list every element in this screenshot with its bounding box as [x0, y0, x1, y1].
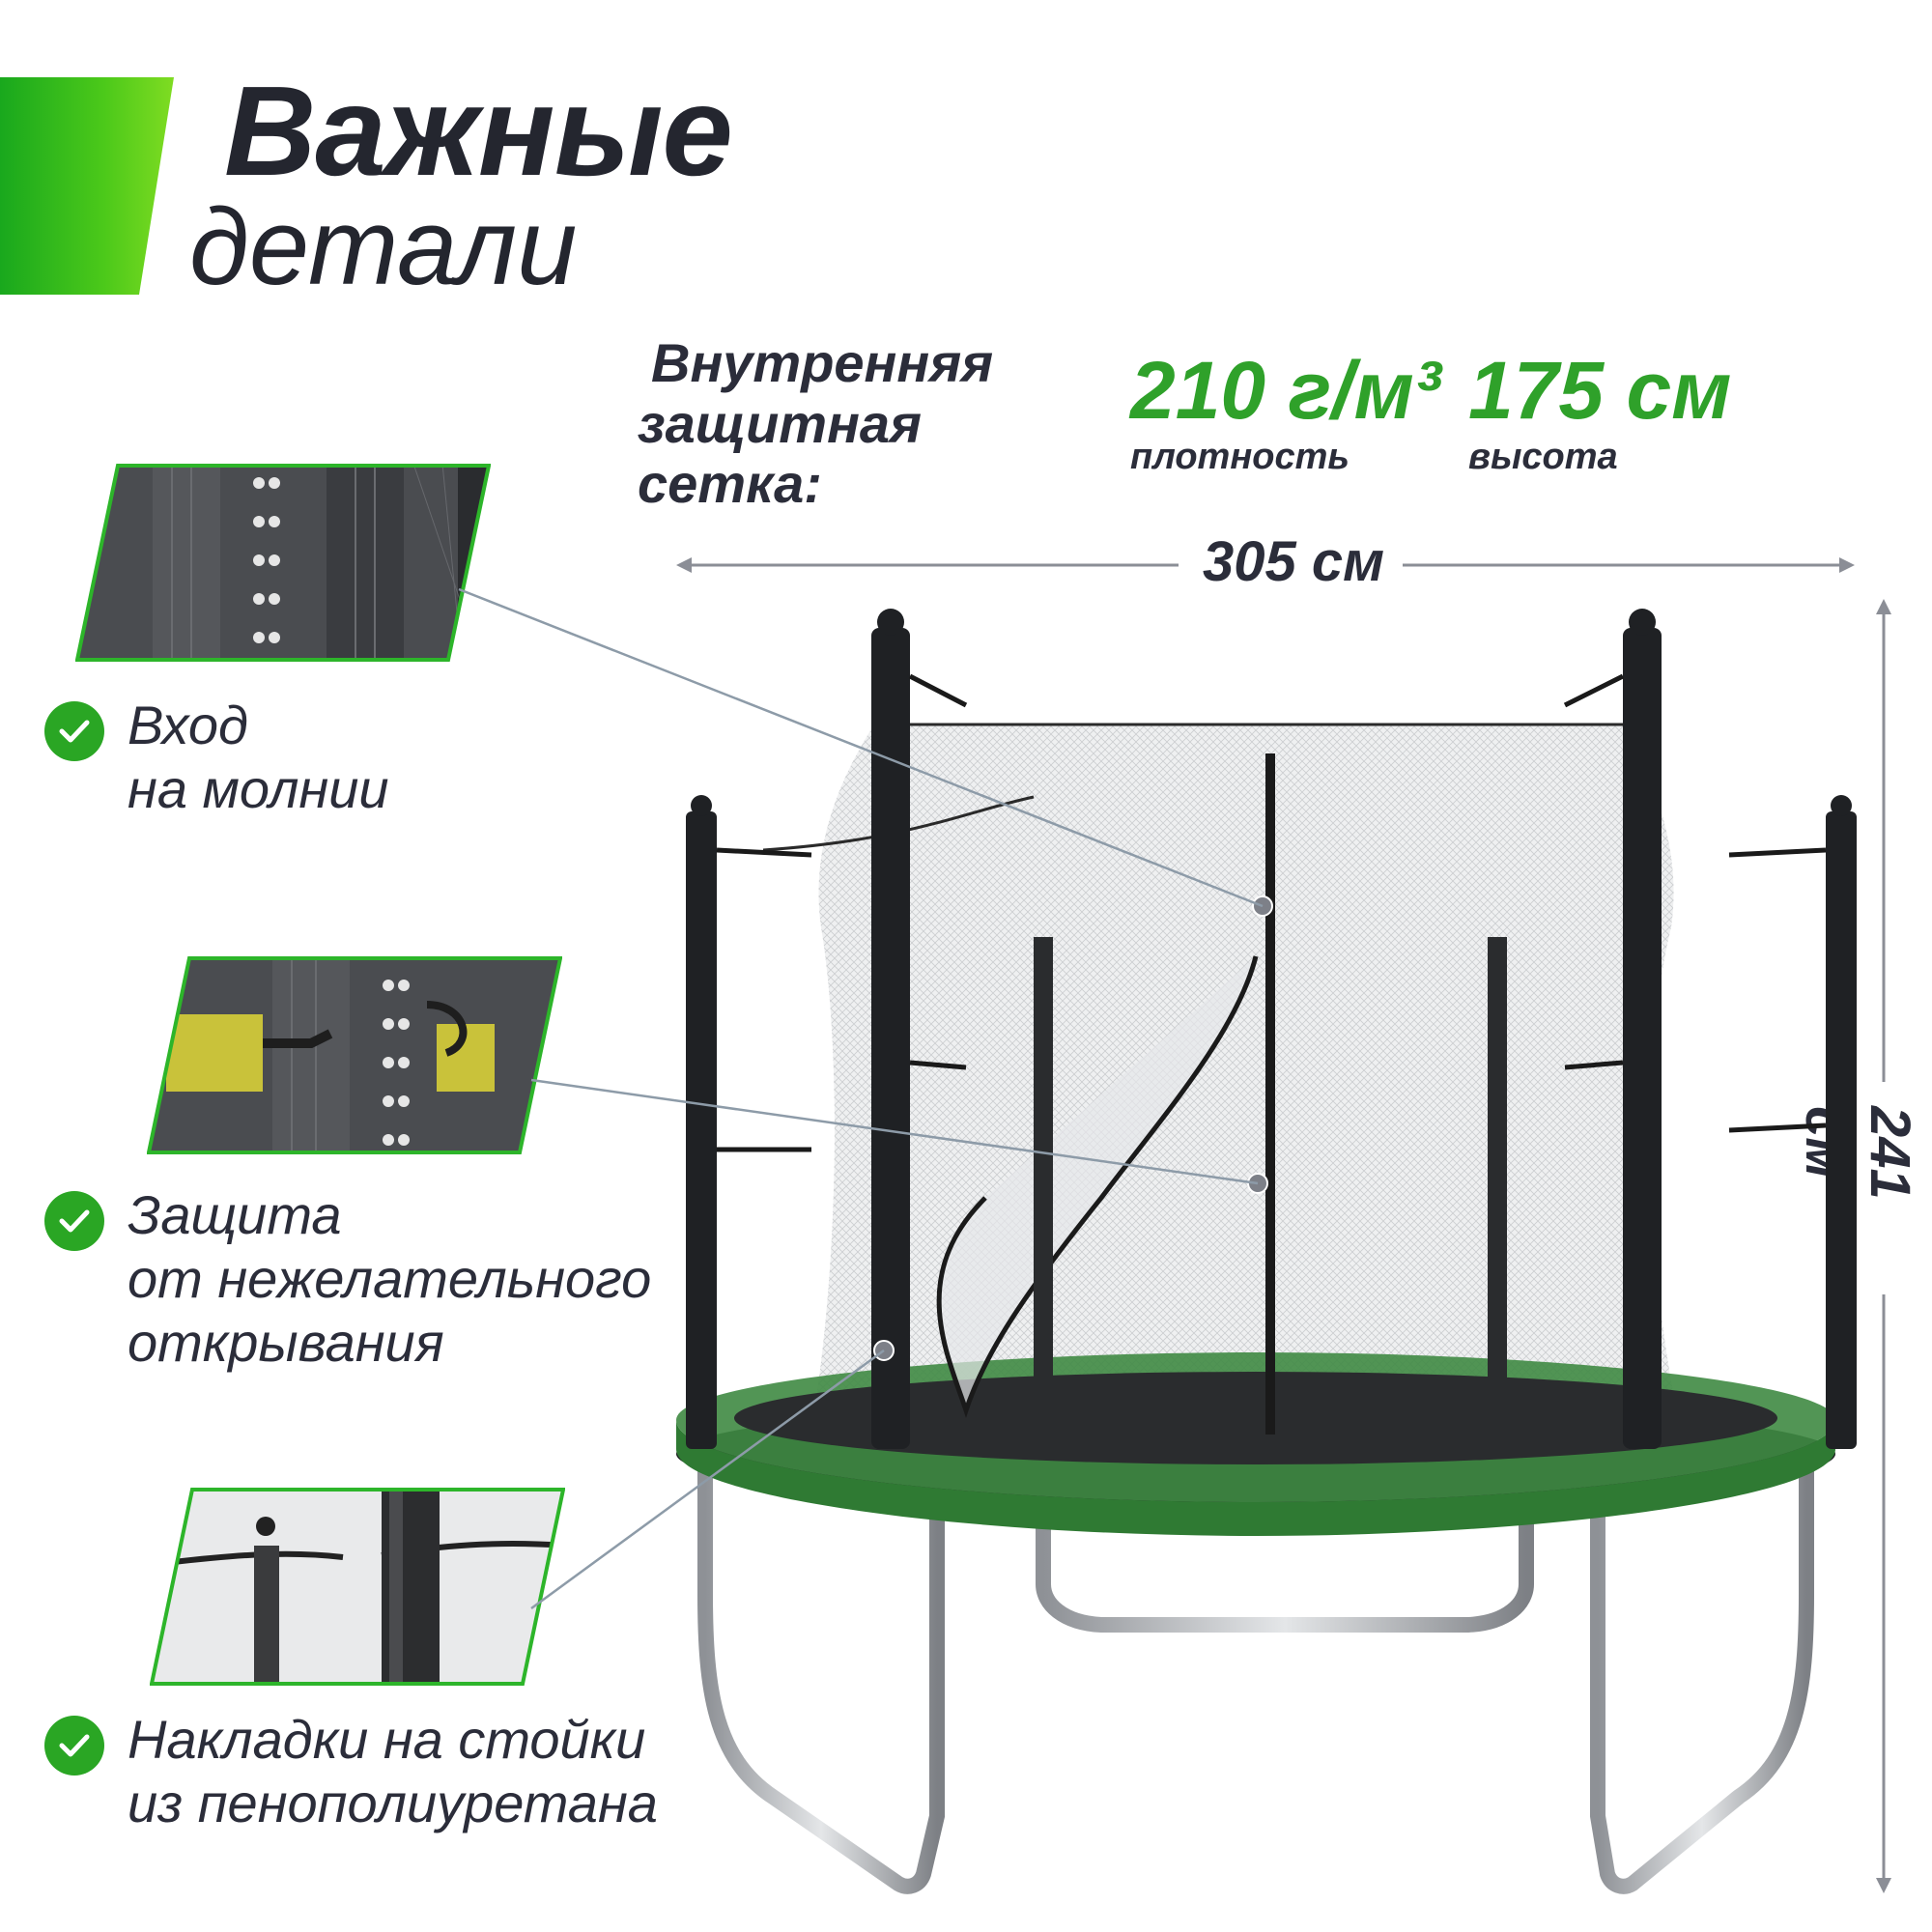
- accent-block: [0, 77, 174, 295]
- width-dimension-label: 305 см: [1203, 530, 1385, 593]
- check-icon: [44, 701, 104, 761]
- page-title-line2: детали: [189, 186, 578, 307]
- feature-anti-opening-line2: от нежелательного: [128, 1248, 652, 1310]
- net-label-line1: Внутренняя: [651, 332, 994, 393]
- net-label: Внутренняя защитная сетка:: [638, 332, 1092, 515]
- feature-anti-opening: Защита от нежелательного открывания: [44, 1183, 651, 1375]
- feature-anti-opening-line1: Защита: [128, 1184, 342, 1245]
- anti-opening-thumbnail: [147, 956, 562, 1154]
- feature-pole-padding-line2: из пенополиуретана: [128, 1773, 658, 1834]
- pole-padding-thumbnail: [150, 1488, 565, 1686]
- feature-zipper-line1: Вход: [128, 695, 248, 755]
- zipper-entry-thumbnail: [75, 464, 491, 662]
- density-spec: 210 г/м³ плотность: [1130, 350, 1441, 478]
- width-dimension-arrow: [676, 557, 1855, 573]
- density-label: плотность: [1130, 437, 1350, 477]
- net-label-line2: защитная сетка:: [638, 392, 923, 515]
- trampoline-illustration: [676, 609, 1857, 1894]
- feature-zipper-line2: на молнии: [128, 758, 389, 820]
- height-spec: 175 см высота: [1468, 350, 1731, 478]
- page-title-line1: Важные: [224, 60, 733, 202]
- height-dimension-arrow: [1876, 599, 1891, 1893]
- feature-anti-opening-line3: открывания: [128, 1312, 444, 1374]
- feature-pole-padding-line1: Накладки на стойки: [128, 1709, 646, 1770]
- check-icon: [44, 1191, 104, 1251]
- feature-zipper: Вход на молнии: [44, 694, 389, 821]
- density-value: 210 г/м³: [1130, 345, 1441, 436]
- height-value: 175 см: [1468, 345, 1732, 436]
- check-icon: [44, 1716, 104, 1776]
- feature-pole-padding: Накладки на стойки из пенополиуретана: [44, 1708, 658, 1835]
- height-label: высота: [1468, 437, 1618, 477]
